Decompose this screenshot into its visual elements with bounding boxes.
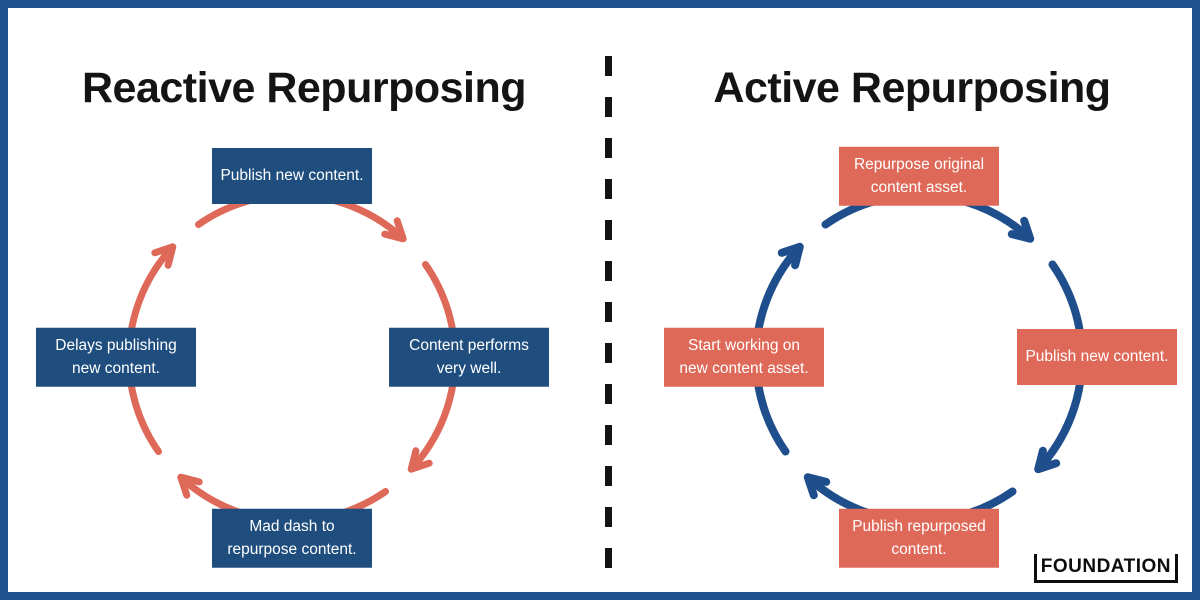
step-publish-repurposed-content: Publish repurposed content. [839, 508, 999, 568]
step-label: Publish new content. [1025, 348, 1169, 366]
step-label: Delays publishing new content. [55, 336, 177, 377]
right-panel-title: Active Repurposing [713, 64, 1111, 112]
step-start-working-new-asset: Start working on new content asset. [664, 327, 824, 387]
step-delays-publishing: Delays publishing new content. [36, 327, 196, 387]
foundation-logo-text: FOUNDATION [1040, 556, 1171, 577]
step-label: Start working on new content asset. [679, 336, 809, 377]
step-label: Content performs very well. [409, 336, 529, 377]
step-label: Repurpose original content asset. [853, 155, 985, 196]
step-content-performs-very-well: Content performs very well. [389, 327, 549, 387]
foundation-logo: FOUNDATION [1033, 554, 1178, 583]
step-label: Mad dash to repurpose content. [227, 517, 357, 558]
step-label: Publish new content. [220, 167, 364, 185]
step-label: Publish repurposed content. [852, 517, 986, 558]
cycle-arrows-and-divider [125, 56, 1086, 568]
step-publish-new-content: Publish new content. [212, 148, 372, 204]
step-publish-new-content-active: Publish new content. [1017, 329, 1177, 385]
step-repurpose-original-asset: Repurpose original content asset. [839, 146, 999, 206]
step-mad-dash-to-repurpose: Mad dash to repurpose content. [212, 508, 372, 568]
left-panel-title: Reactive Repurposing [82, 64, 527, 112]
